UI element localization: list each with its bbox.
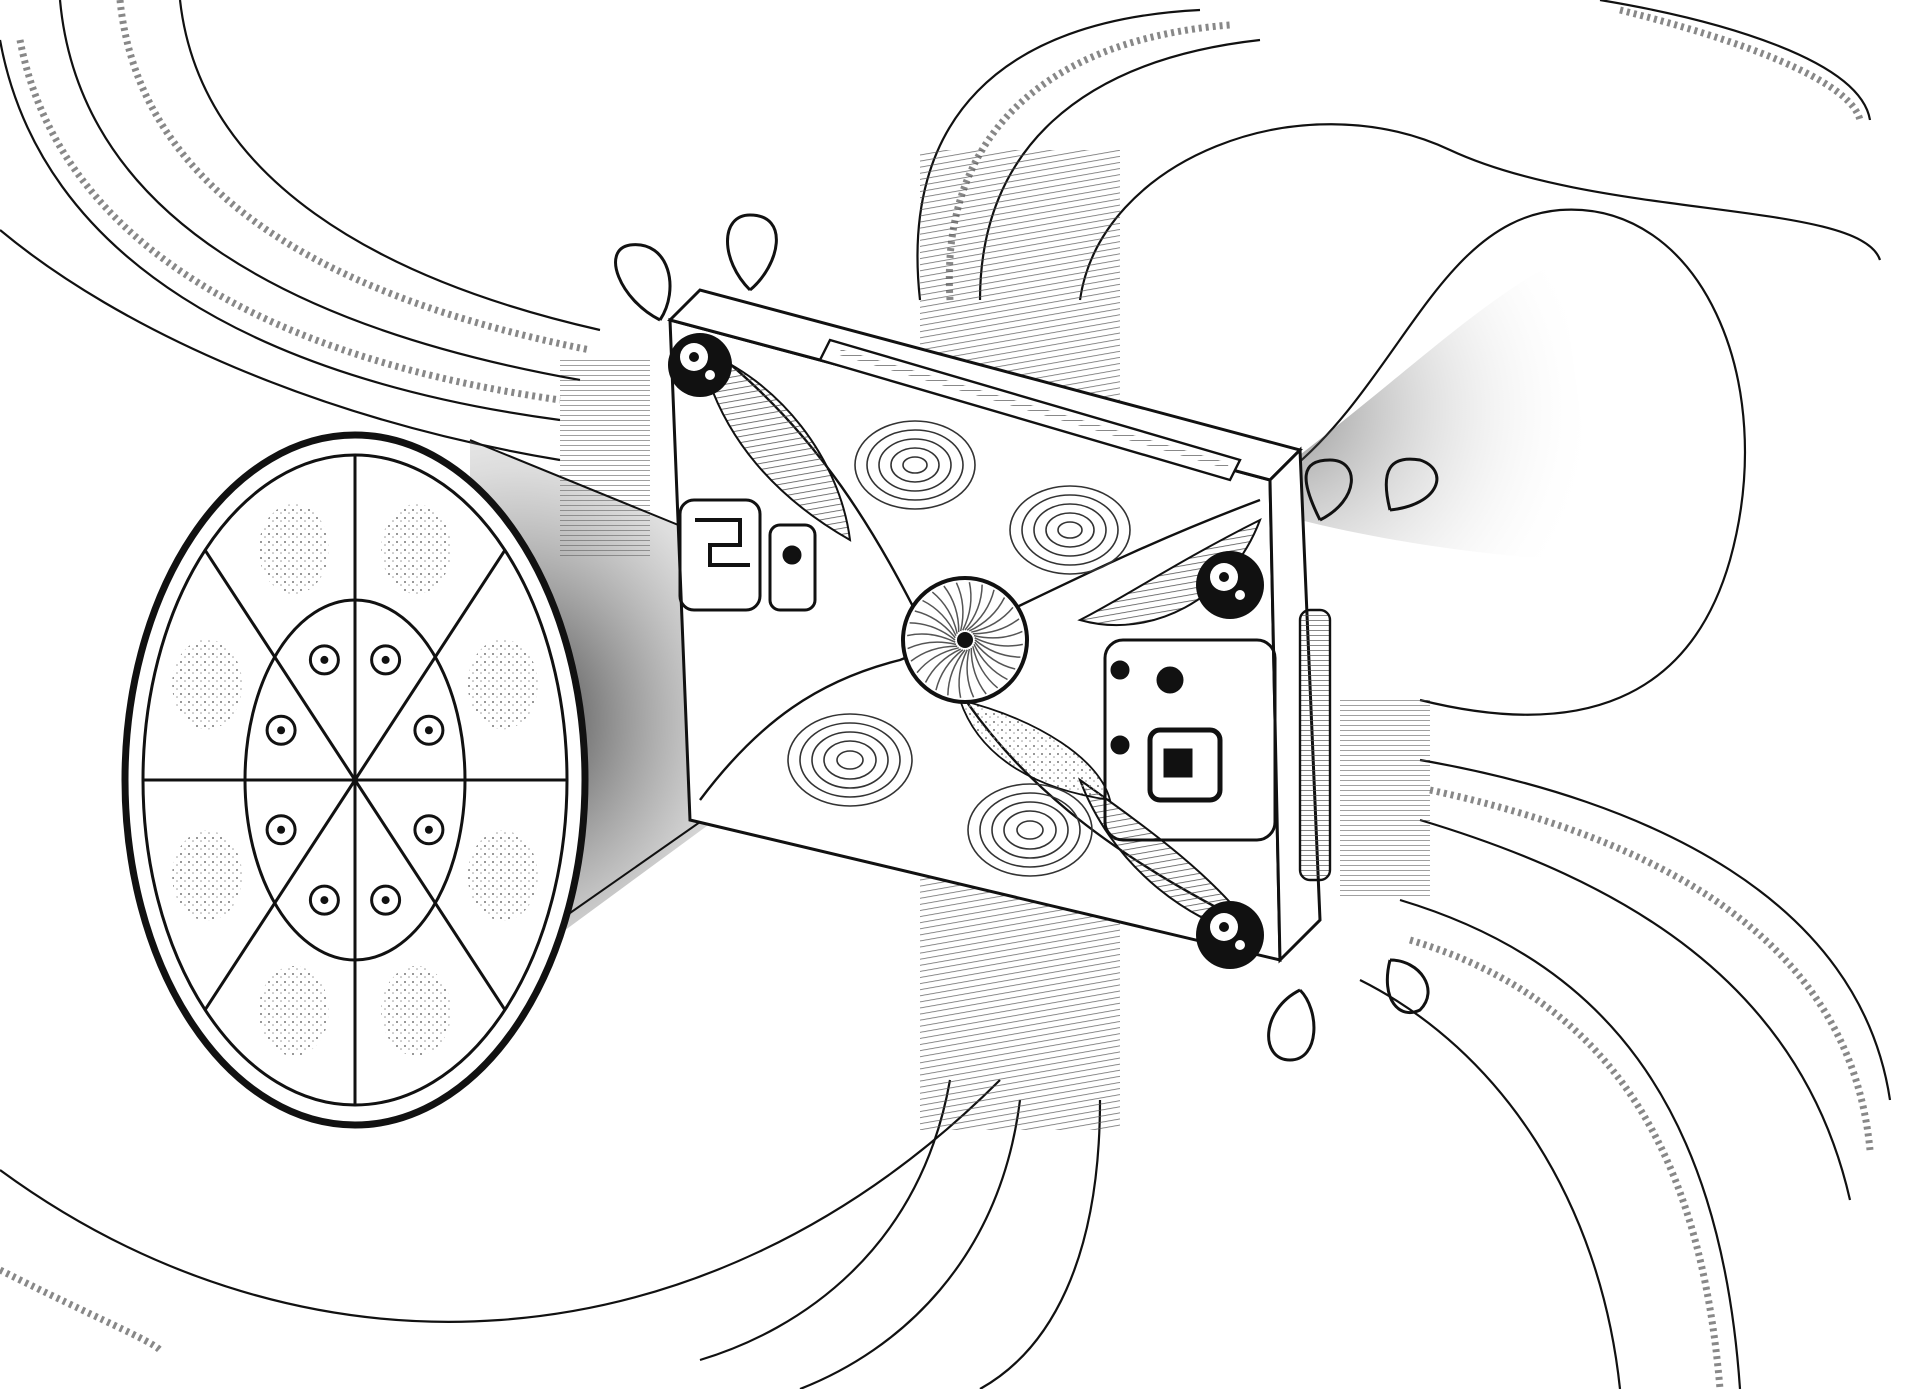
oval-mandala: [121, 431, 589, 1129]
spiral-rosettes: [787, 420, 1131, 877]
central-lens: [901, 576, 1029, 704]
right-fan-shading: [1280, 260, 1600, 560]
glyph-panels: [678, 498, 1277, 842]
yin-yang-icons: [668, 333, 1264, 969]
corner-loops: [614, 213, 1439, 1062]
